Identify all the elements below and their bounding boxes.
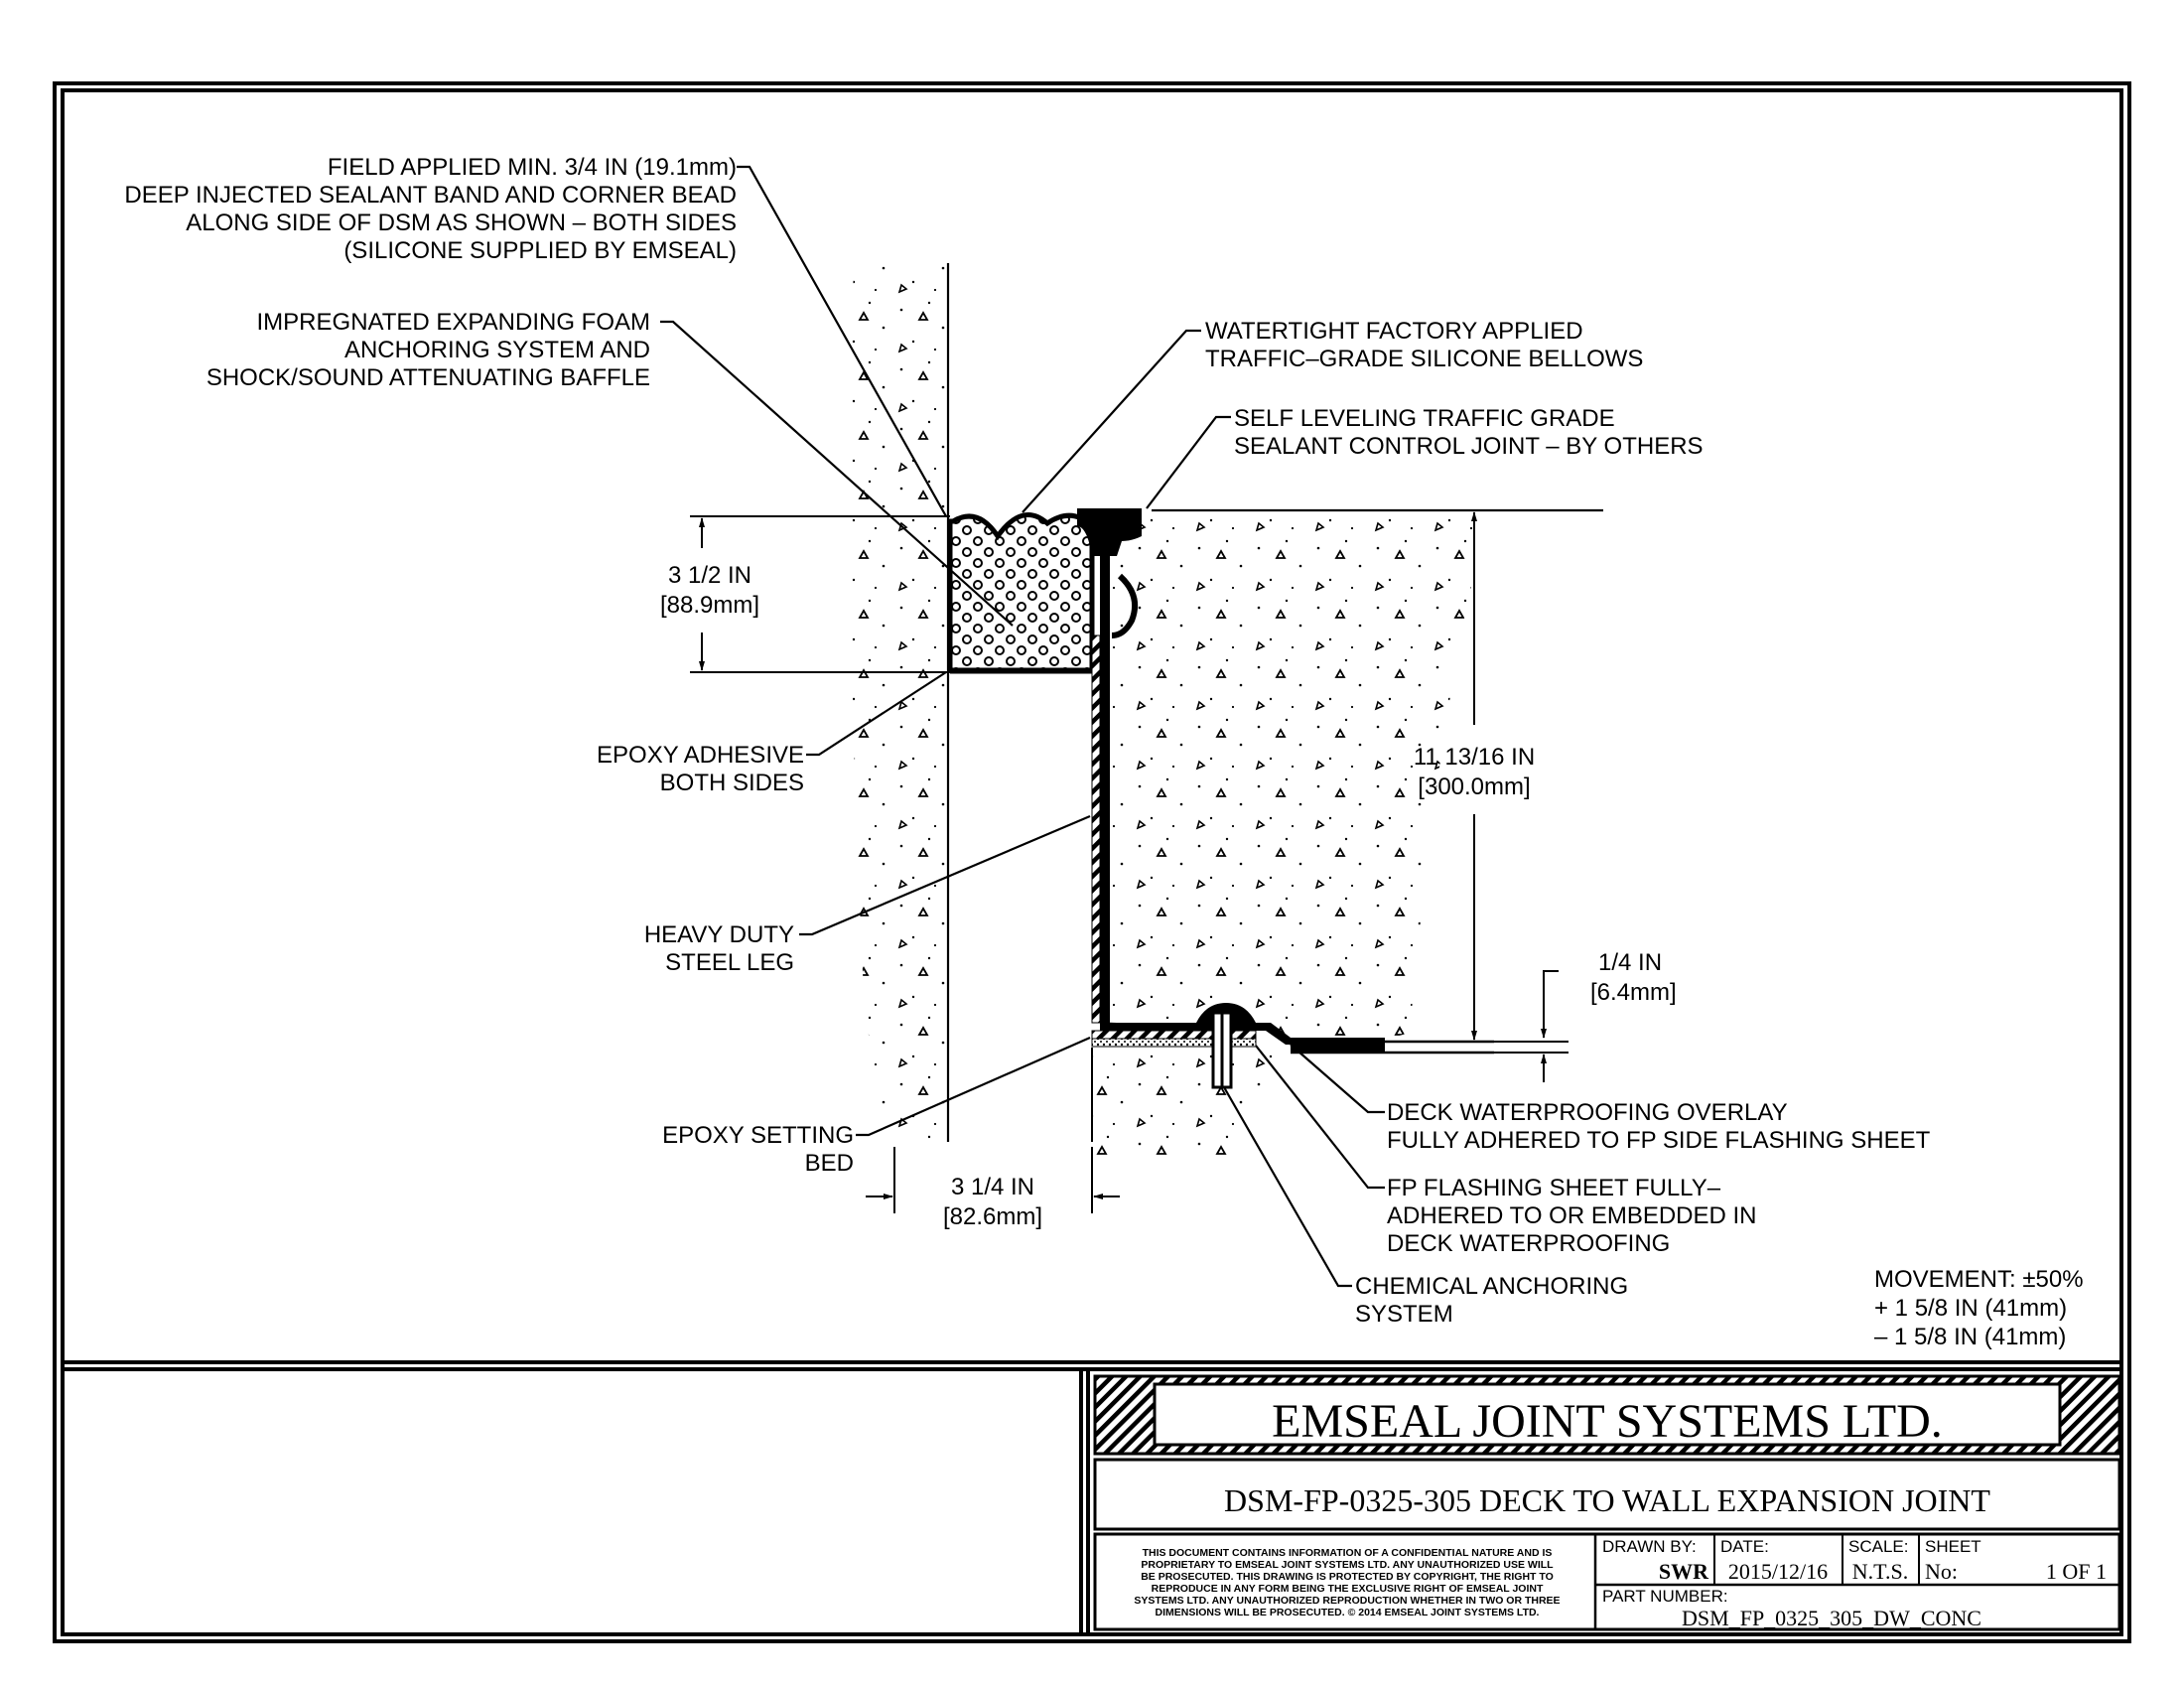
part-number-value: DSM_FP_0325_305_DW_CONC: [1682, 1606, 1981, 1630]
dim-sheet-thickness-mm: [6.4mm]: [1590, 979, 1677, 1006]
leader-lines: [660, 165, 1385, 1288]
disclaimer-line: BE PROSECUTED. THIS DRAWING IS PROTECTED…: [1141, 1571, 1554, 1583]
drawing-title-box: [1093, 1458, 2121, 1531]
callout-text: SEALANT CONTROL JOINT – BY OTHERS: [1234, 433, 1704, 460]
dim-joint-width-mm: [82.6mm]: [943, 1203, 1042, 1230]
callout-text: CHEMICAL ANCHORING: [1355, 1273, 1628, 1300]
steel-leg-hatch: [1091, 634, 1101, 1024]
callout-control-joint: SELF LEVELING TRAFFIC GRADE SEALANT CONT…: [1234, 405, 1704, 460]
deck-concrete: [1112, 511, 1489, 1043]
outer-frame: [53, 81, 2131, 1643]
dim-joint-width-in: 3 1/4 IN: [951, 1174, 1034, 1200]
callout-text: WATERTIGHT FACTORY APPLIED: [1205, 318, 1583, 345]
disclaimer-line: PROPRIETARY TO EMSEAL JOINT SYSTEMS LTD.…: [1141, 1559, 1554, 1571]
dim-foam-depth-mm: [88.9mm]: [660, 592, 759, 619]
disclaimer-line: SYSTEMS LTD. ANY UNAUTHORIZED REPRODUCTI…: [1134, 1595, 1560, 1607]
leader-foam: [660, 320, 1014, 627]
callout-text: TRAFFIC–GRADE SILICONE BELLOWS: [1205, 346, 1643, 372]
callout-text: DEEP INJECTED SEALANT BAND AND CORNER BE…: [124, 182, 737, 209]
foam-block: [947, 512, 1095, 673]
drawn-by-label: DRAWN BY:: [1602, 1537, 1697, 1556]
scale-value: N.T.S.: [1852, 1559, 1908, 1584]
leader-anchoring: [1223, 1086, 1352, 1288]
callout-text: SHOCK/SOUND ATTENUATING BAFFLE: [206, 364, 650, 391]
callout-sealant-band: FIELD APPLIED MIN. 3/4 IN (19.1mm) DEEP …: [124, 154, 737, 264]
movement-text: + 1 5/8 IN (41mm): [1874, 1295, 2067, 1322]
inner-frame: [61, 88, 2123, 1636]
section-detail: 3 1/2 IN [88.9mm] 11 13/16 IN [300.0mm] …: [124, 154, 2083, 1350]
disclaimer: THIS DOCUMENT CONTAINS INFORMATION OF A …: [1134, 1547, 1560, 1618]
callout-text: ALONG SIDE OF DSM AS SHOWN – BOTH SIDES: [186, 210, 737, 236]
movement-text: MOVEMENT: ±50%: [1874, 1266, 2084, 1293]
disclaimer-line: REPRODUCE IN ANY FORM BEING THE EXCLUSIV…: [1152, 1583, 1544, 1595]
callout-steel-leg: HEAVY DUTY STEEL LEG: [644, 921, 794, 976]
steel-leg: [1100, 556, 1110, 1023]
callout-text: FIELD APPLIED MIN. 3/4 IN (19.1mm): [328, 154, 737, 181]
callout-text: BOTH SIDES: [660, 770, 804, 796]
callout-text: FP FLASHING SHEET FULLY–: [1387, 1175, 1721, 1201]
company-box: [1153, 1382, 2062, 1447]
dim-wall-height-mm: [300.0mm]: [1418, 774, 1530, 800]
movement-text: – 1 5/8 IN (41mm): [1874, 1324, 2066, 1350]
steel-flange: [1100, 1003, 1385, 1045]
callout-text: SELF LEVELING TRAFFIC GRADE: [1234, 405, 1615, 432]
callout-text: EPOXY ADHESIVE: [597, 742, 804, 769]
bellows-bulge: [1111, 573, 1138, 638]
callout-epoxy-adhesive: EPOXY ADHESIVE BOTH SIDES: [597, 742, 804, 796]
dim-sheet-leader: [1541, 970, 1559, 1039]
info-box: [1093, 1532, 2121, 1631]
callout-text: DECK WATERPROOFING OVERLAY: [1387, 1099, 1788, 1126]
sheet-label: SHEET: [1925, 1537, 1981, 1556]
deck-concrete-lower: [1092, 1048, 1291, 1157]
callout-foam: IMPREGNATED EXPANDING FOAM ANCHORING SYS…: [206, 309, 650, 391]
disclaimer-line: THIS DOCUMENT CONTAINS INFORMATION OF A …: [1143, 1547, 1553, 1559]
callout-flashing: FP FLASHING SHEET FULLY– ADHERED TO OR E…: [1387, 1175, 1757, 1257]
callout-text: ADHERED TO OR EMBEDDED IN: [1387, 1202, 1757, 1229]
leader-setting-bed: [856, 1036, 1091, 1137]
title-block: EMSEAL JOINT SYSTEMS LTD. DSM-FP-0325-30…: [1093, 1374, 2121, 1631]
sheet-no-label: No:: [1925, 1559, 1958, 1584]
movement-spec: MOVEMENT: ±50% + 1 5/8 IN (41mm) – 1 5/8…: [1874, 1266, 2084, 1350]
leader-epoxy-adhesive: [806, 671, 947, 757]
callout-setting-bed: EPOXY SETTING BED: [662, 1122, 854, 1177]
dim-wall-height-in: 11 13/16 IN: [1414, 744, 1535, 771]
dim-foam-depth-in: 3 1/2 IN: [668, 562, 751, 589]
callout-text: IMPREGNATED EXPANDING FOAM: [257, 309, 650, 336]
callout-text: SYSTEM: [1355, 1301, 1453, 1328]
leader-control-joint: [1146, 415, 1231, 509]
callout-bellows: WATERTIGHT FACTORY APPLIED TRAFFIC–GRADE…: [1205, 318, 1643, 372]
callout-anchoring: CHEMICAL ANCHORING SYSTEM: [1355, 1273, 1628, 1328]
leader-overlay: [1290, 1044, 1385, 1114]
leader-sealant: [737, 165, 947, 517]
drawing-title: DSM-FP-0325-305 DECK TO WALL EXPANSION J…: [1224, 1482, 1990, 1518]
sheet-value: 1 OF 1: [2046, 1559, 2107, 1584]
callout-text: BED: [805, 1150, 854, 1177]
leader-steel-leg: [799, 814, 1091, 936]
scale-label: SCALE:: [1848, 1537, 1908, 1556]
part-number-label: PART NUMBER:: [1602, 1587, 1728, 1606]
callout-text: STEEL LEG: [665, 949, 794, 976]
setting-bed: [1091, 1038, 1257, 1048]
leader-bellows: [1022, 329, 1201, 513]
dim-sheet-thickness-in: 1/4 IN: [1598, 949, 1662, 976]
company-name: EMSEAL JOINT SYSTEMS LTD.: [1272, 1395, 1943, 1448]
disclaimer-line: DIMENSIONS WILL BE PROSECUTED. © 2014 EM…: [1156, 1607, 1540, 1618]
callout-text: DECK WATERPROOFING: [1387, 1230, 1670, 1257]
leader-flashing: [1255, 1045, 1385, 1190]
drawn-by-value: SWR: [1659, 1559, 1709, 1584]
bellows-cap: [1077, 508, 1142, 556]
date-value: 2015/12/16: [1728, 1559, 1828, 1584]
callout-overlay: DECK WATERPROOFING OVERLAY FULLY ADHERED…: [1387, 1099, 1931, 1154]
flashing-overlay: [1291, 1042, 1385, 1053]
date-label: DATE:: [1720, 1537, 1769, 1556]
callout-text: (SILICONE SUPPLIED BY EMSEAL): [343, 237, 737, 264]
callout-text: EPOXY SETTING: [662, 1122, 854, 1149]
callout-text: ANCHORING SYSTEM AND: [344, 337, 650, 363]
callout-text: FULLY ADHERED TO FP SIDE FLASHING SHEET: [1387, 1127, 1931, 1154]
callout-text: HEAVY DUTY: [644, 921, 794, 948]
